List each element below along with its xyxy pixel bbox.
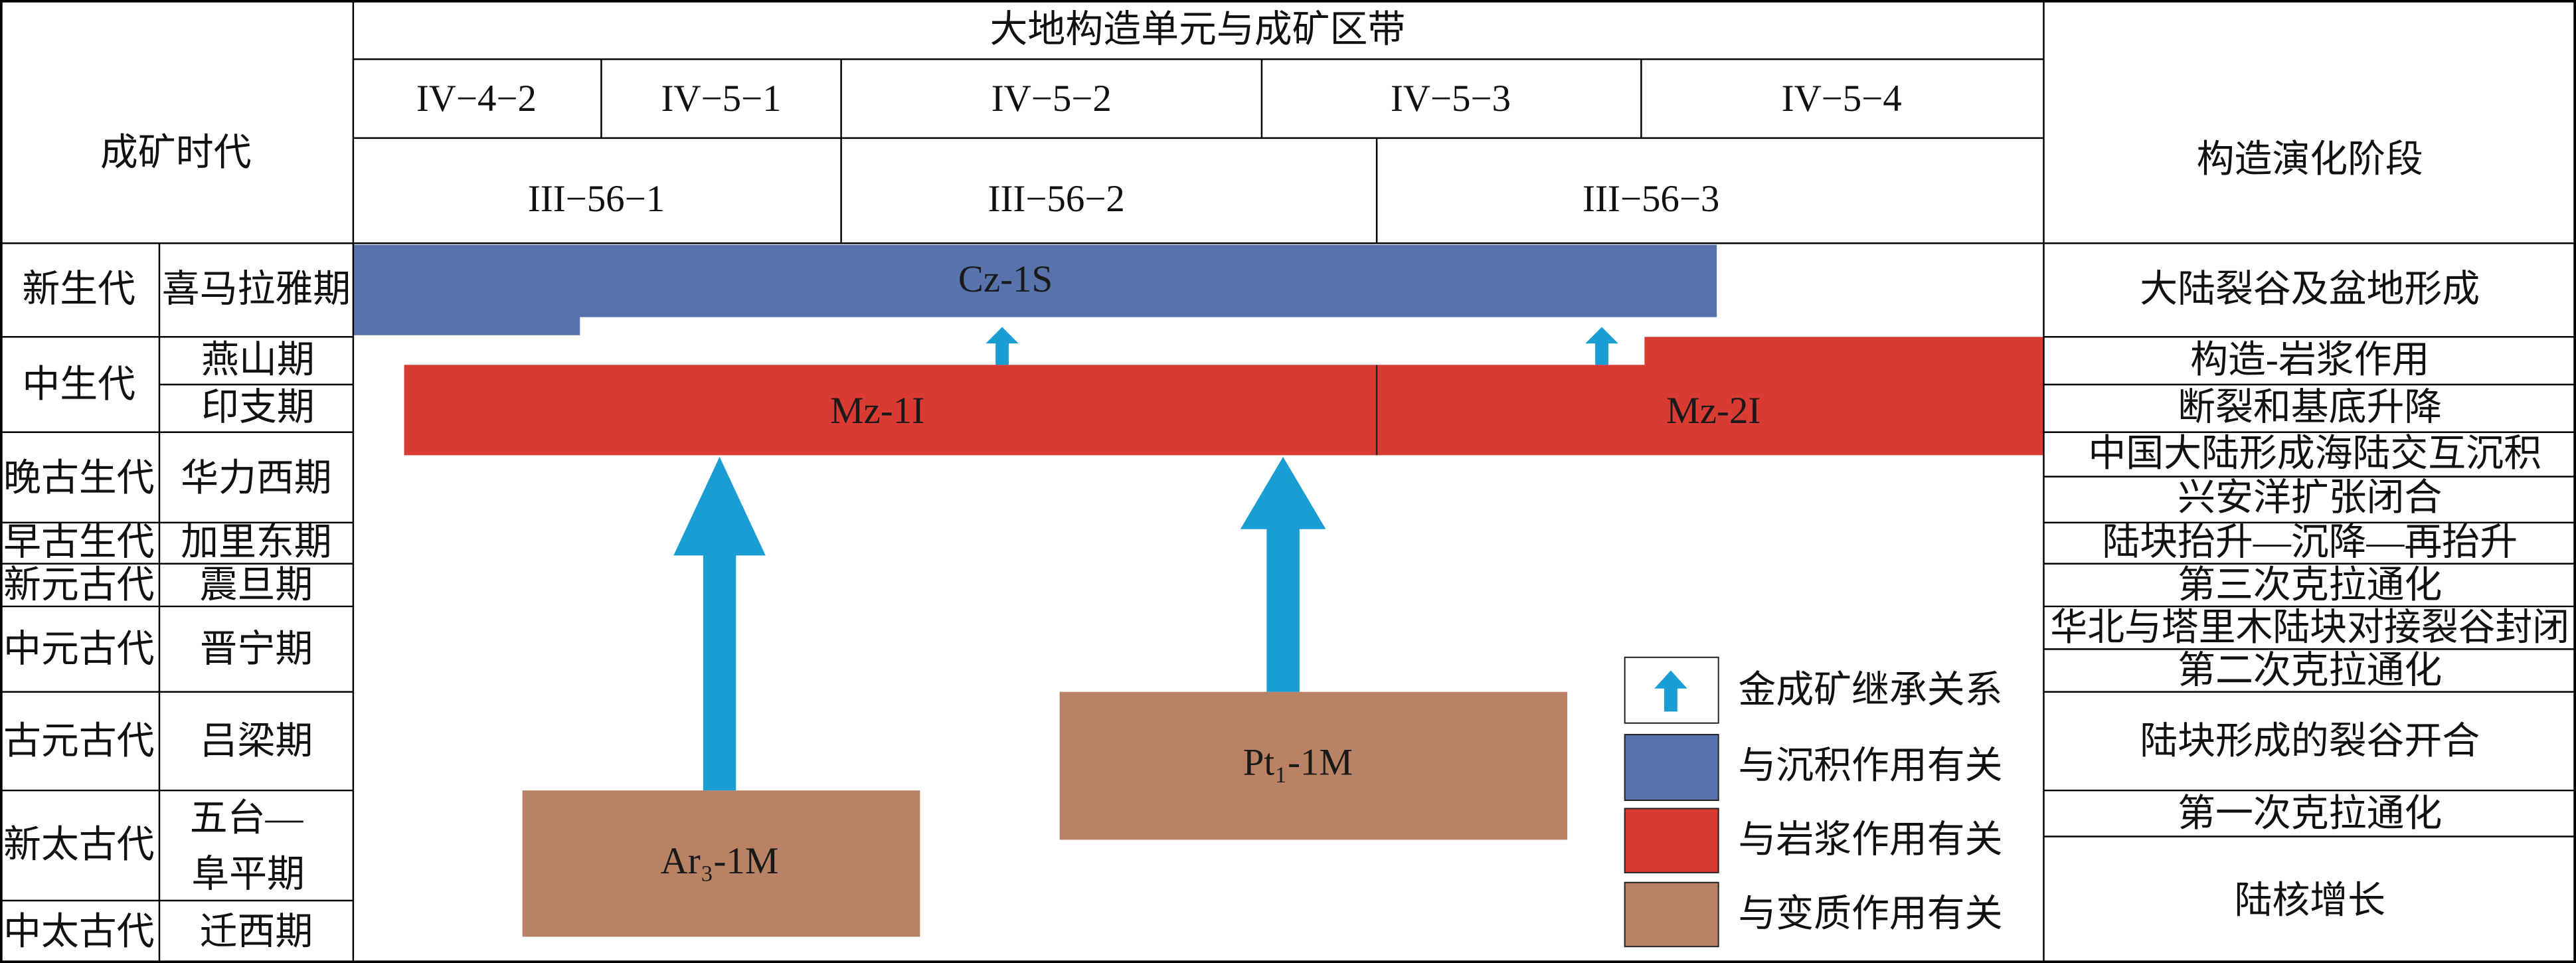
unit-level3-label: III−56−2 bbox=[988, 178, 1125, 220]
tectonic-stage-label: 兴安洋扩张闭合 bbox=[2178, 477, 2442, 519]
period-label: 加里东期 bbox=[181, 521, 332, 563]
cz-1s-label: Cz-1S bbox=[958, 258, 1053, 300]
tectonic-stage-label: 第一次克拉通化 bbox=[2178, 792, 2442, 834]
tectonic-stage-label: 华北与塔里木陆块对接裂谷封闭 bbox=[2050, 607, 2569, 649]
diagram-title: 大地构造单元与成矿区带 bbox=[990, 9, 1406, 50]
period-label: 燕山期 bbox=[201, 339, 315, 381]
pt1-1m-metamorphic-box bbox=[1059, 691, 1568, 840]
unit-level4-label: IV−5−4 bbox=[1782, 78, 1902, 120]
era-label: 中太古代 bbox=[3, 911, 155, 952]
up-arrow-icon bbox=[1654, 670, 1687, 712]
time-scale-column: 新生代 中生代 晚古生代 早古生代 新元古代 中元古代 古元古代 新太古代 中太… bbox=[3, 268, 351, 952]
unit-level4-label: IV−5−2 bbox=[991, 78, 1112, 120]
period-label-line1: 五台— bbox=[190, 798, 304, 839]
period-label: 印支期 bbox=[201, 387, 315, 428]
era-label: 中生代 bbox=[22, 364, 135, 406]
legend-label: 与岩浆作用有关 bbox=[1738, 819, 2002, 861]
period-label: 吕梁期 bbox=[200, 720, 313, 762]
stage-column-header: 构造演化阶段 bbox=[2197, 139, 2423, 181]
legend-label: 与沉积作用有关 bbox=[1738, 745, 2002, 787]
unit-level4-label: IV−5−3 bbox=[1391, 78, 1511, 120]
tectonic-stage-label: 陆块形成的裂谷开合 bbox=[2140, 720, 2480, 762]
period-label-line2: 阜平期 bbox=[191, 853, 305, 895]
period-label: 震旦期 bbox=[200, 564, 313, 606]
unit-level4-label: IV−4−2 bbox=[416, 78, 537, 120]
mz-1i-magmatic-bar bbox=[404, 365, 1377, 456]
era-label: 古元古代 bbox=[3, 720, 155, 762]
era-label: 新生代 bbox=[22, 268, 135, 310]
tectonic-stage-column: 大陆裂谷及盆地形成 构造-岩浆作用 断裂和基底升降 中国大陆形成海陆交互沉积 兴… bbox=[2050, 268, 2569, 921]
mz-2i-label: Mz-2I bbox=[1666, 390, 1760, 432]
tectonic-stage-label: 大陆裂谷及盆地形成 bbox=[2140, 268, 2480, 310]
period-label: 华力西期 bbox=[181, 458, 332, 499]
era-label: 中元古代 bbox=[3, 628, 155, 670]
pt1-1m-label: Pt₁-1M bbox=[1243, 742, 1353, 784]
inheritance-arrow-ar3-to-mz bbox=[673, 456, 766, 791]
era-label: 新太古代 bbox=[3, 824, 155, 865]
tectonic-stage-label: 陆核增长 bbox=[2234, 879, 2385, 921]
inheritance-arrow-small-1 bbox=[986, 327, 1019, 365]
legend-label: 与变质作用有关 bbox=[1738, 893, 2002, 934]
cz-1s-sedimentary-bar bbox=[353, 244, 1717, 335]
legend-swatch-magmatic bbox=[1624, 808, 1719, 873]
mz-2i-magmatic-bar bbox=[1377, 337, 2044, 456]
tectonic-stage-label: 构造-岩浆作用 bbox=[2190, 339, 2429, 381]
period-label: 晋宁期 bbox=[200, 628, 313, 670]
time-column-header: 成矿时代 bbox=[100, 132, 252, 174]
era-label: 早古生代 bbox=[3, 521, 155, 563]
legend-label: 金成矿继承关系 bbox=[1738, 669, 2002, 711]
tectonic-stage-label: 第二次克拉通化 bbox=[2178, 650, 2442, 691]
era-label: 新元古代 bbox=[3, 564, 155, 606]
header-section: 大地构造单元与成矿区带 成矿时代 构造演化阶段 IV−4−2 IV−5−1 IV… bbox=[100, 9, 2423, 220]
unit-level3-label: III−56−3 bbox=[1583, 178, 1719, 220]
ar3-1m-label: Ar₃-1M bbox=[661, 840, 779, 882]
ore-units-area: Cz-1S Mz-1I Mz-2I Ar₃-1M Pt₁-1M bbox=[353, 244, 2044, 937]
legend: 金成矿继承关系 与沉积作用有关 与岩浆作用有关 与变质作用有关 bbox=[1624, 656, 2003, 948]
tectonic-stage-label: 陆块抬升—沉降—再抬升 bbox=[2102, 521, 2518, 563]
unit-level4-label: IV−5−1 bbox=[661, 78, 781, 120]
tectonic-stage-label: 第三次克拉通化 bbox=[2178, 564, 2442, 606]
legend-swatch-metamorphic bbox=[1624, 881, 1719, 948]
inheritance-arrow-small-2 bbox=[1585, 327, 1618, 365]
legend-swatch-sedimentary bbox=[1624, 734, 1719, 802]
period-label: 迁西期 bbox=[200, 911, 313, 952]
ar3-1m-metamorphic-box bbox=[522, 790, 920, 937]
mz-1i-label: Mz-1I bbox=[830, 390, 924, 432]
tectonic-stage-label: 中国大陆形成海陆交互沉积 bbox=[2088, 432, 2541, 474]
era-label: 晚古生代 bbox=[3, 458, 155, 499]
unit-level3-label: III−56−1 bbox=[528, 178, 665, 220]
inheritance-arrow-pt1-to-mz bbox=[1240, 456, 1326, 692]
period-label: 喜马拉雅期 bbox=[162, 268, 351, 310]
tectonic-stage-label: 断裂和基底升降 bbox=[2178, 387, 2442, 428]
